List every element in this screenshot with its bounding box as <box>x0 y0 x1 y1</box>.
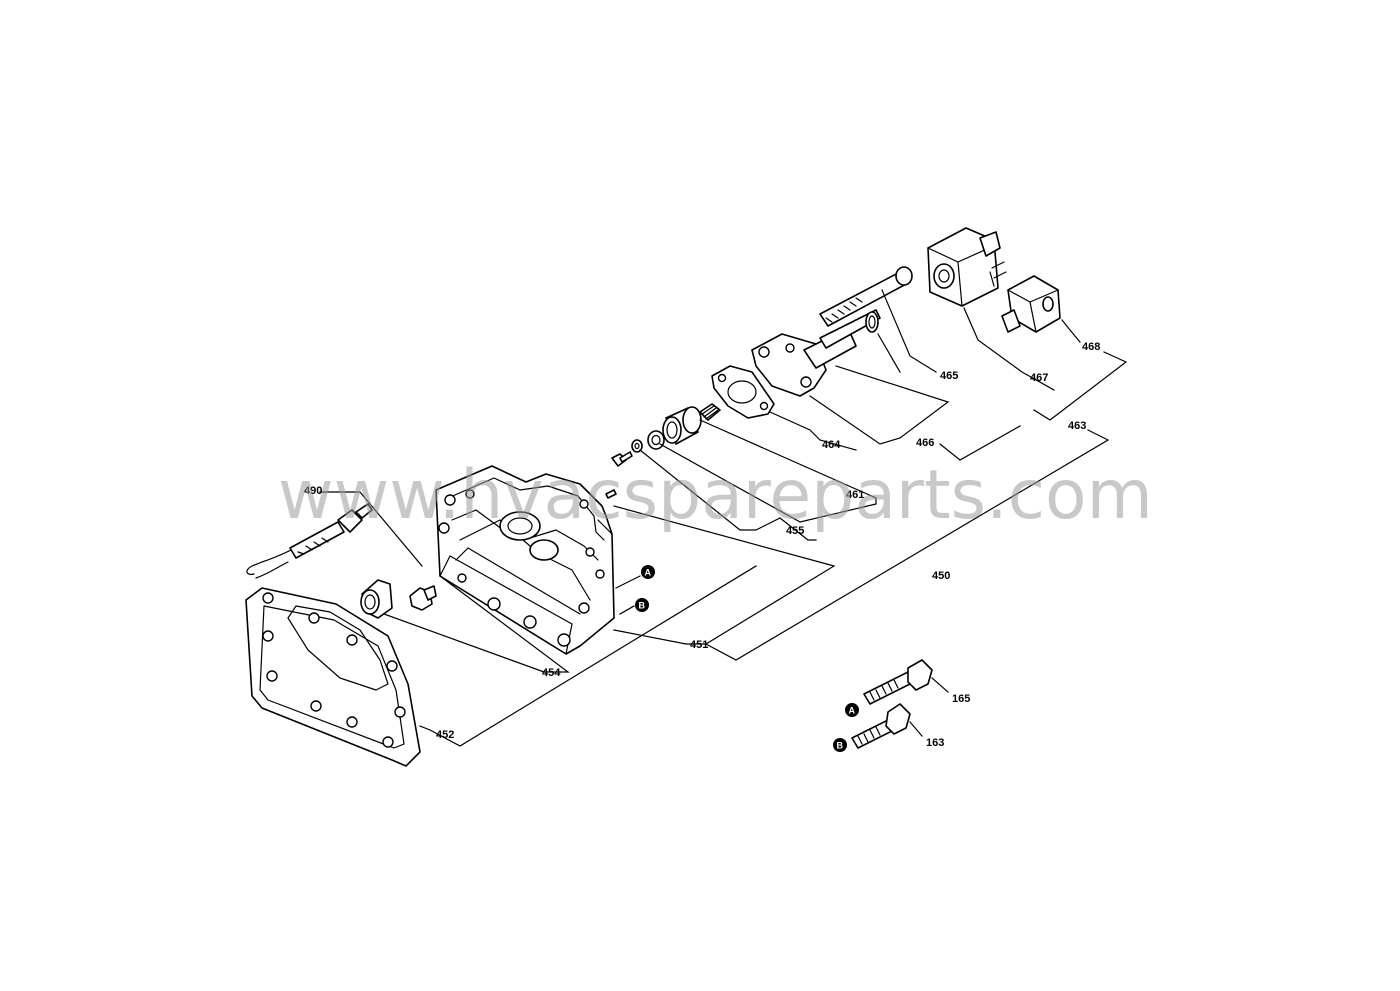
svg-text:A: A <box>849 706 856 716</box>
watermark-text: www.hvacspareparts.com <box>278 456 1153 535</box>
label-490: 490 <box>304 485 322 497</box>
svg-text:B: B <box>837 741 844 751</box>
label-461: 461 <box>846 489 864 501</box>
label-451: 451 <box>690 639 708 651</box>
gasket-464 <box>711 365 775 419</box>
washer-set-455 <box>631 430 665 453</box>
sensor-490 <box>246 503 373 579</box>
part-labels: 490 452 454 451 450 455 461 464 466 465 … <box>304 341 1100 749</box>
coil-467 <box>927 227 1007 307</box>
label-454: 454 <box>542 667 561 679</box>
marker-b-housing: B <box>635 598 649 612</box>
bolt-165 <box>863 659 933 705</box>
marker-a-housing: A <box>641 565 655 579</box>
label-165: 165 <box>952 693 970 705</box>
o-ring-465 <box>865 311 879 333</box>
marker-b-bolt: B <box>833 738 847 752</box>
label-455: 455 <box>786 525 804 537</box>
label-450: 450 <box>932 570 950 582</box>
label-465: 465 <box>940 370 958 382</box>
cylinder-head-housing <box>435 465 615 655</box>
bolt-163 <box>851 703 911 749</box>
connector-468 <box>1001 275 1061 333</box>
label-468: 468 <box>1082 341 1100 353</box>
plunger-tube-465 <box>819 266 913 327</box>
label-464: 464 <box>822 439 841 451</box>
spring-461 <box>699 403 721 421</box>
svg-text:B: B <box>639 601 646 611</box>
label-463: 463 <box>1068 420 1086 432</box>
label-467: 467 <box>1030 372 1048 384</box>
label-452: 452 <box>436 729 454 741</box>
plug-454 <box>360 579 437 619</box>
label-466: 466 <box>916 437 934 449</box>
label-163: 163 <box>926 737 944 749</box>
marker-a-bolt: A <box>845 703 859 717</box>
piston-461 <box>662 406 702 445</box>
valve-body-466 <box>751 309 881 397</box>
leader-lines <box>319 289 1128 747</box>
pin-and-screw <box>605 451 633 499</box>
svg-text:A: A <box>645 568 652 578</box>
gasket-452 <box>245 587 421 767</box>
